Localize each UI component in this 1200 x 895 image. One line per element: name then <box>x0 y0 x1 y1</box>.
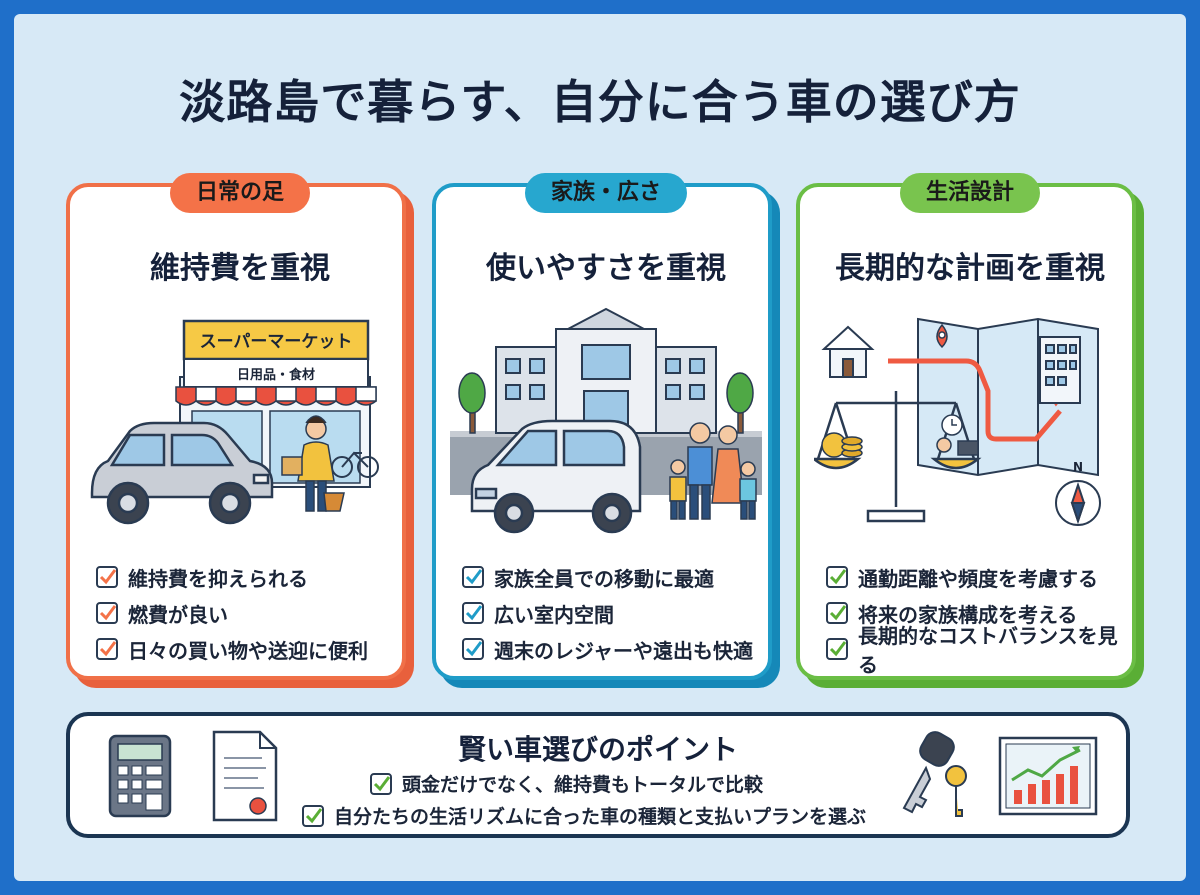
compass-label: N <box>1073 460 1083 474</box>
checkbox-icon <box>96 602 118 624</box>
list-item: 家族全員での移動に最適 <box>462 559 753 595</box>
list-item: 長期的なコストバランスを見る <box>826 624 1132 677</box>
shopper <box>281 415 345 512</box>
card-daily-tag: 日常の足 <box>169 173 311 213</box>
checkbox-icon <box>826 566 848 588</box>
list-item: 週末のレジャーや遠出も快適 <box>462 631 753 667</box>
checkbox-icon <box>462 566 484 588</box>
supermarket-illustration: スーパーマーケット 日用品・食材 <box>90 319 379 525</box>
card-planning-points: 通勤距離や頻度を考慮する 将来の家族構成を考える 長期的なコストバランスを見る <box>826 559 1132 677</box>
card-daily: 日常の足 維持費を重視 スーパーマーケット 日用品・食材 <box>66 173 414 688</box>
map-pin-icon <box>936 323 948 349</box>
planning-illustration: N <box>814 317 1101 526</box>
tree <box>726 372 754 434</box>
tips-point: 自分たちの生活リズムに合った車の種類と支払いプランを選ぶ <box>302 802 866 829</box>
card-daily-heading: 維持費を重視 <box>70 243 410 287</box>
page-title: 淡路島で暮らす、自分に合う車の選び方 <box>179 75 1021 129</box>
checkbox-icon <box>462 602 484 624</box>
coins-icon <box>821 432 863 458</box>
checkbox-icon <box>826 602 848 624</box>
list-item: 広い室内空間 <box>462 595 753 631</box>
list-item: 将来の家族構成を考える <box>826 595 1132 631</box>
checkbox-icon <box>370 772 392 795</box>
checkbox-icon <box>96 638 118 660</box>
building-icon <box>1039 336 1081 404</box>
card-daily-panel: 日常の足 維持費を重視 スーパーマーケット 日用品・食材 <box>66 173 406 680</box>
store-sign-text: スーパーマーケット <box>200 332 353 352</box>
office-building <box>495 307 717 434</box>
store-subsign-text: 日用品・食材 <box>237 367 315 383</box>
awning <box>175 386 377 406</box>
document-icon <box>212 730 278 822</box>
compact-car <box>90 421 274 525</box>
card-planning: 生活設計 長期的な計画を重視 <box>796 173 1144 688</box>
card-planning-tag: 生活設計 <box>899 173 1041 213</box>
minivan <box>470 419 642 534</box>
card-family: 家族・広さ 使いやすさを重視 <box>432 173 780 688</box>
checkbox-icon <box>302 804 324 827</box>
checkbox-icon <box>462 638 484 660</box>
card-family-heading: 使いやすさを重視 <box>436 243 776 287</box>
card-daily-points: 維持費を抑えられる 燃費が良い 日々の買い物や送迎に便利 <box>96 559 368 667</box>
calculator-icon <box>108 734 172 818</box>
card-family-panel: 家族・広さ 使いやすさを重視 <box>432 173 772 680</box>
briefcase-icon <box>936 437 979 456</box>
checkbox-icon <box>826 638 848 660</box>
tips-point: 頭金だけでなく、維持費もトータルで比較 <box>370 770 763 797</box>
family-group <box>669 422 757 520</box>
card-family-points: 家族全員での移動に最適 広い室内空間 週末のレジャーや遠出も快適 <box>462 559 753 667</box>
car-key-icon <box>902 731 967 817</box>
building-family-illustration <box>450 307 762 534</box>
card-planning-heading: 長期的な計画を重視 <box>800 243 1140 287</box>
list-item: 通勤距離や頻度を考慮する <box>826 559 1132 595</box>
card-family-tag: 家族・広さ <box>524 173 688 213</box>
card-planning-panel: 生活設計 長期的な計画を重視 <box>796 173 1136 680</box>
clock-icon <box>941 414 963 436</box>
checkbox-icon <box>96 566 118 588</box>
house-icon <box>821 325 875 378</box>
list-item: 維持費を抑えられる <box>96 559 368 595</box>
list-item: 日々の買い物や送迎に便利 <box>96 631 368 667</box>
list-item: 燃費が良い <box>96 595 368 631</box>
tips-title: 賢い車選びのポイント <box>457 733 738 766</box>
compass-icon <box>1055 480 1101 526</box>
tips-panel: 賢い車選びのポイント 頭金だけでなく、維持費もトータルで比較 自分たちの生活リズ… <box>66 712 1130 838</box>
balance-scale-icon <box>814 391 982 523</box>
growth-chart-icon <box>998 736 1098 816</box>
tree <box>458 372 486 434</box>
